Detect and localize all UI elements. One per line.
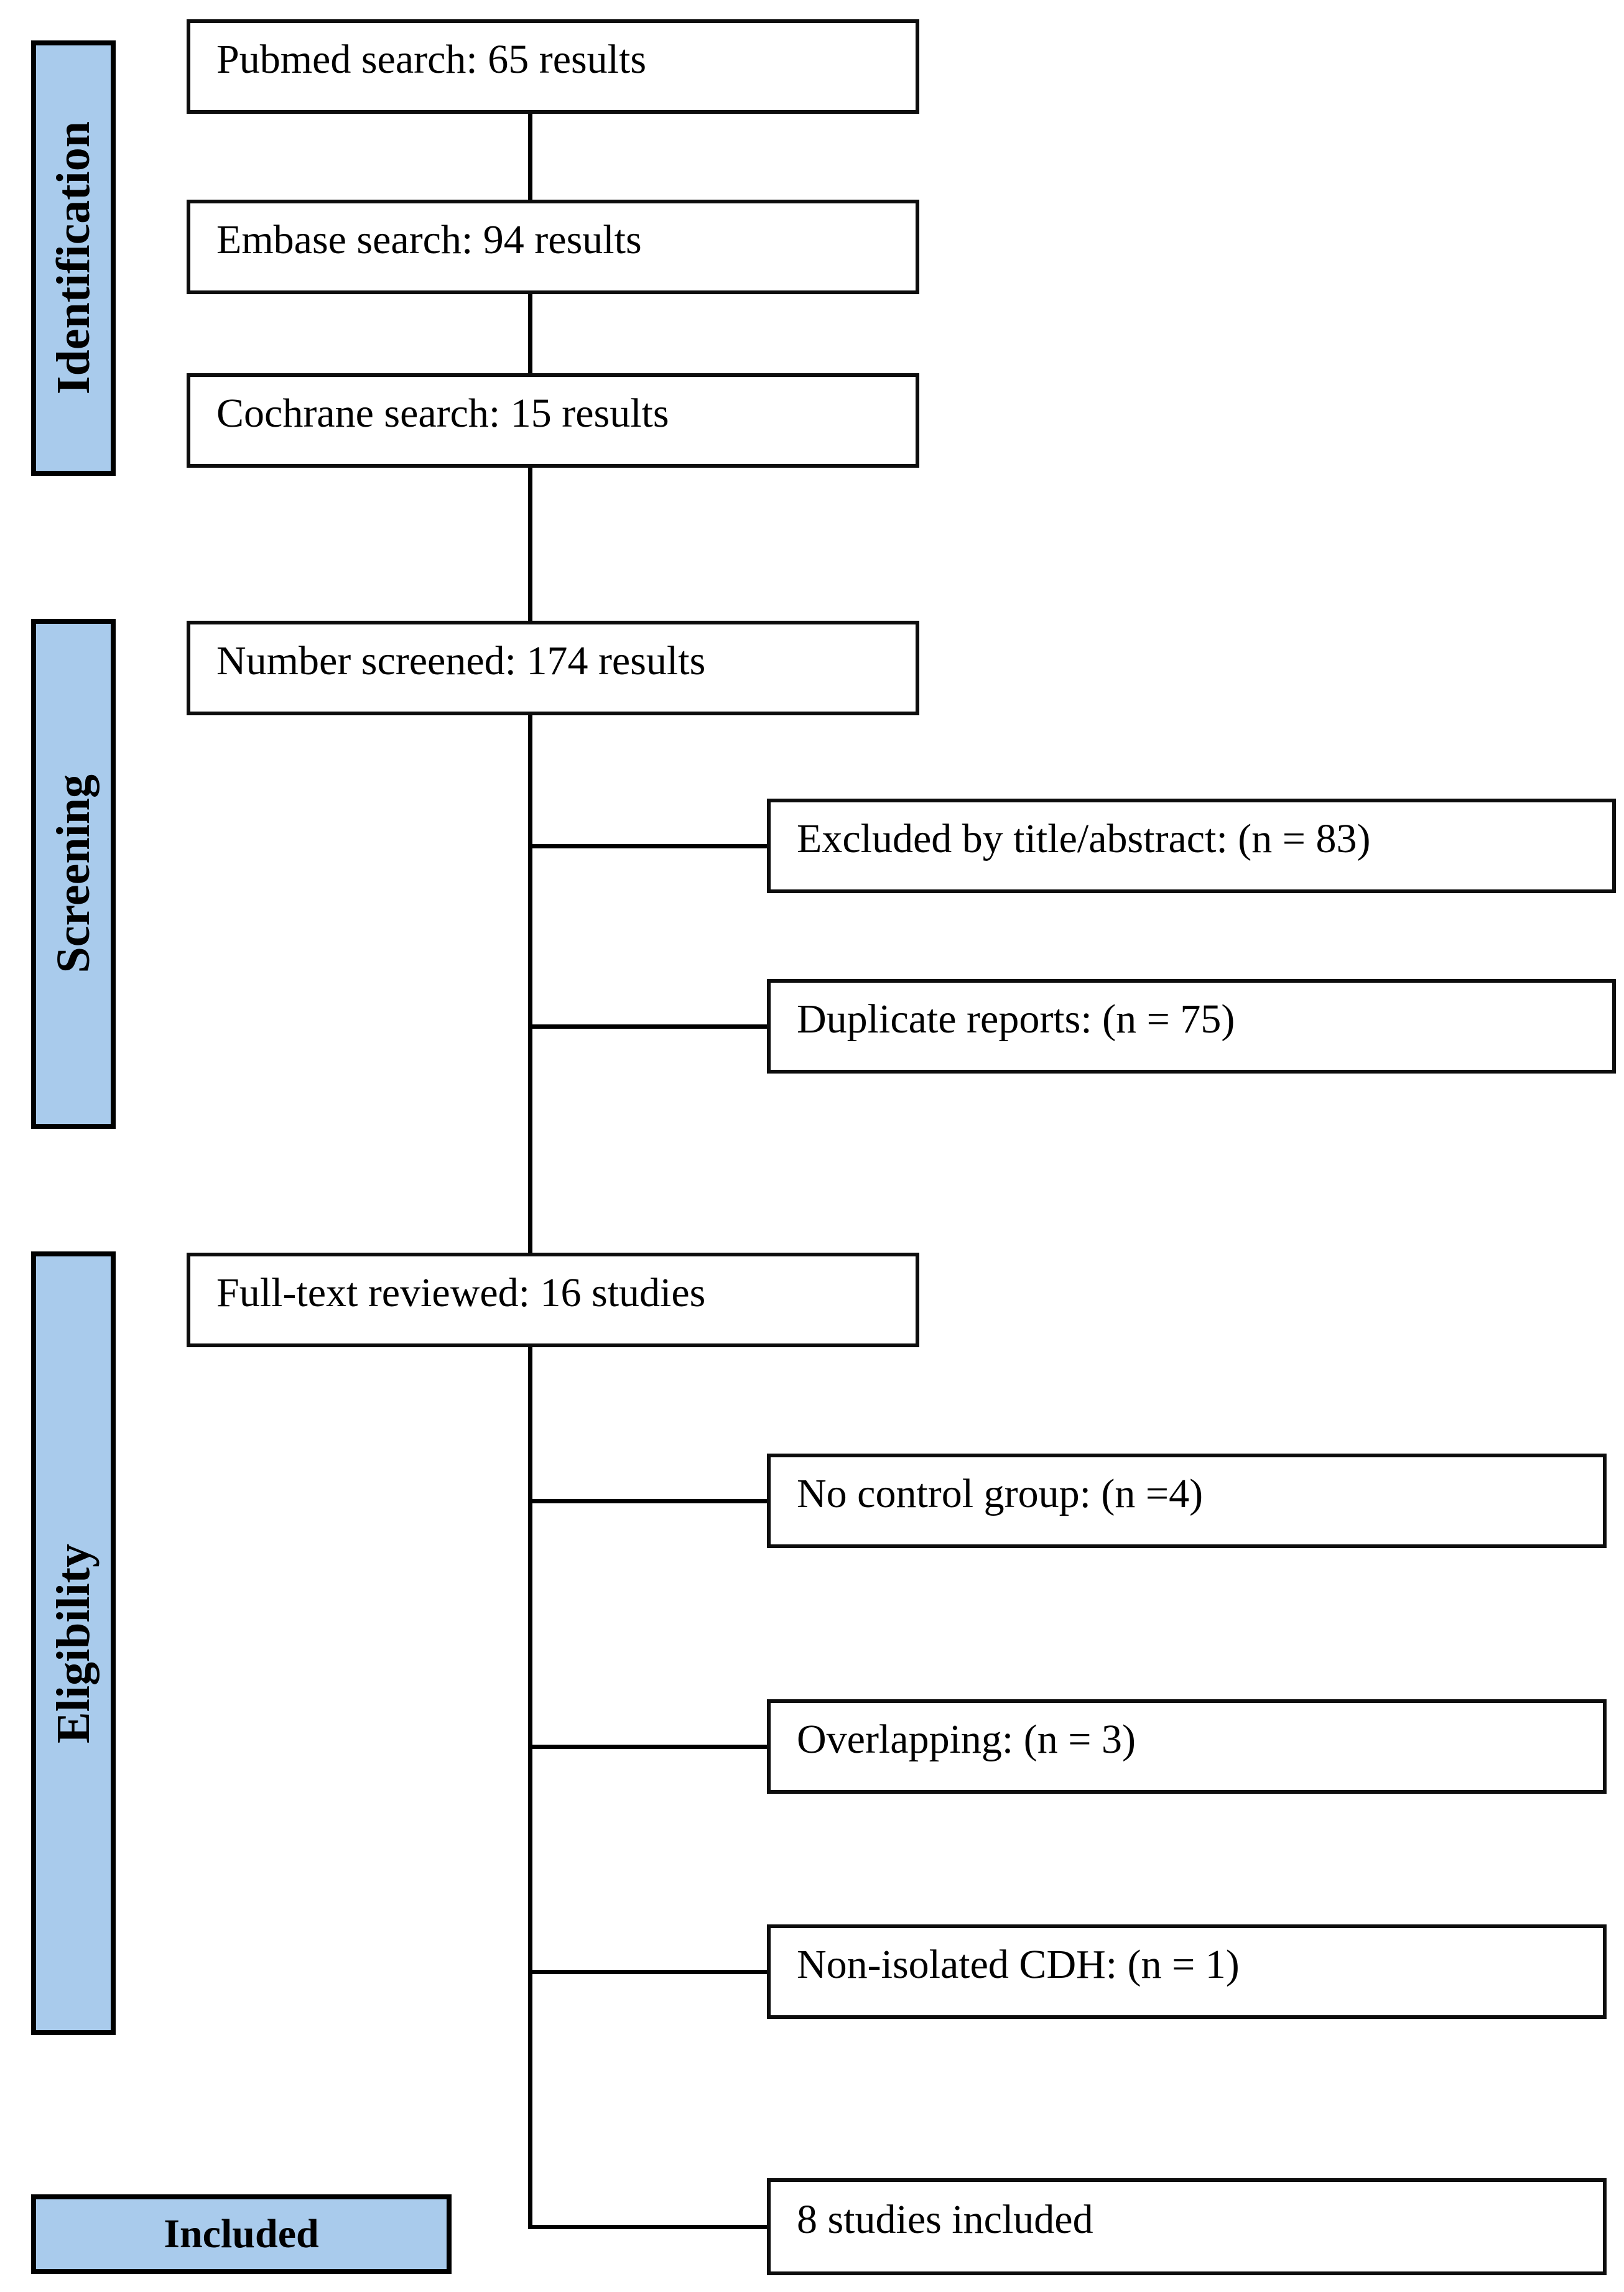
stage-bar-identification: Identification xyxy=(31,40,116,476)
stage-label-screening: Screening xyxy=(47,774,100,973)
stage-label-identification: Identification xyxy=(47,121,100,395)
flow-box-pubmed: Pubmed search: 65 results xyxy=(187,19,919,114)
flow-box-included-final: 8 studies included xyxy=(767,2178,1607,2275)
connector-branch-no-control xyxy=(528,1499,767,1503)
flow-box-overlapping-label: Overlapping: (n = 3) xyxy=(797,1717,1136,1762)
flow-box-non-isolated: Non-isolated CDH: (n = 1) xyxy=(767,1924,1607,2019)
flow-box-cochrane: Cochrane search: 15 results xyxy=(187,373,919,468)
stage-bar-screening: Screening xyxy=(31,619,116,1129)
stage-bar-eligibility: Eligibility xyxy=(31,1251,116,2035)
flow-box-fulltext-label: Full-text reviewed: 16 studies xyxy=(216,1270,706,1315)
flow-box-screened-label: Number screened: 174 results xyxy=(216,638,706,684)
flow-box-overlapping: Overlapping: (n = 3) xyxy=(767,1699,1607,1794)
connector-branch-duplicates xyxy=(528,1024,767,1029)
flow-box-cochrane-label: Cochrane search: 15 results xyxy=(216,391,669,436)
flow-box-duplicates: Duplicate reports: (n = 75) xyxy=(767,979,1616,1074)
flow-box-non-isolated-label: Non-isolated CDH: (n = 1) xyxy=(797,1942,1240,1987)
flow-box-duplicates-label: Duplicate reports: (n = 75) xyxy=(797,996,1235,1042)
flow-box-excluded-label: Excluded by title/abstract: (n = 83) xyxy=(797,816,1371,861)
flow-box-no-control-label: No control group: (n =4) xyxy=(797,1471,1204,1516)
flow-box-included-final-label: 8 studies included xyxy=(797,2197,1093,2242)
flow-box-screened: Number screened: 174 results xyxy=(187,621,919,715)
flow-box-fulltext: Full-text reviewed: 16 studies xyxy=(187,1253,919,1347)
stage-bar-included: Included xyxy=(31,2194,452,2274)
flow-box-excluded: Excluded by title/abstract: (n = 83) xyxy=(767,799,1616,893)
connector-branch-non-isolated xyxy=(528,1970,767,1974)
connector-branch-overlapping xyxy=(528,1745,767,1749)
flow-box-embase-label: Embase search: 94 results xyxy=(216,217,642,262)
stage-label-eligibility: Eligibility xyxy=(47,1543,100,1743)
connector-branch-excluded xyxy=(528,844,767,848)
stage-label-included: Included xyxy=(164,2211,319,2257)
flow-box-embase: Embase search: 94 results xyxy=(187,200,919,294)
connector-main-trunk xyxy=(528,114,532,2229)
flow-box-no-control: No control group: (n =4) xyxy=(767,1454,1607,1548)
flow-box-pubmed-label: Pubmed search: 65 results xyxy=(216,37,647,82)
connector-elbow-included xyxy=(528,2225,767,2229)
